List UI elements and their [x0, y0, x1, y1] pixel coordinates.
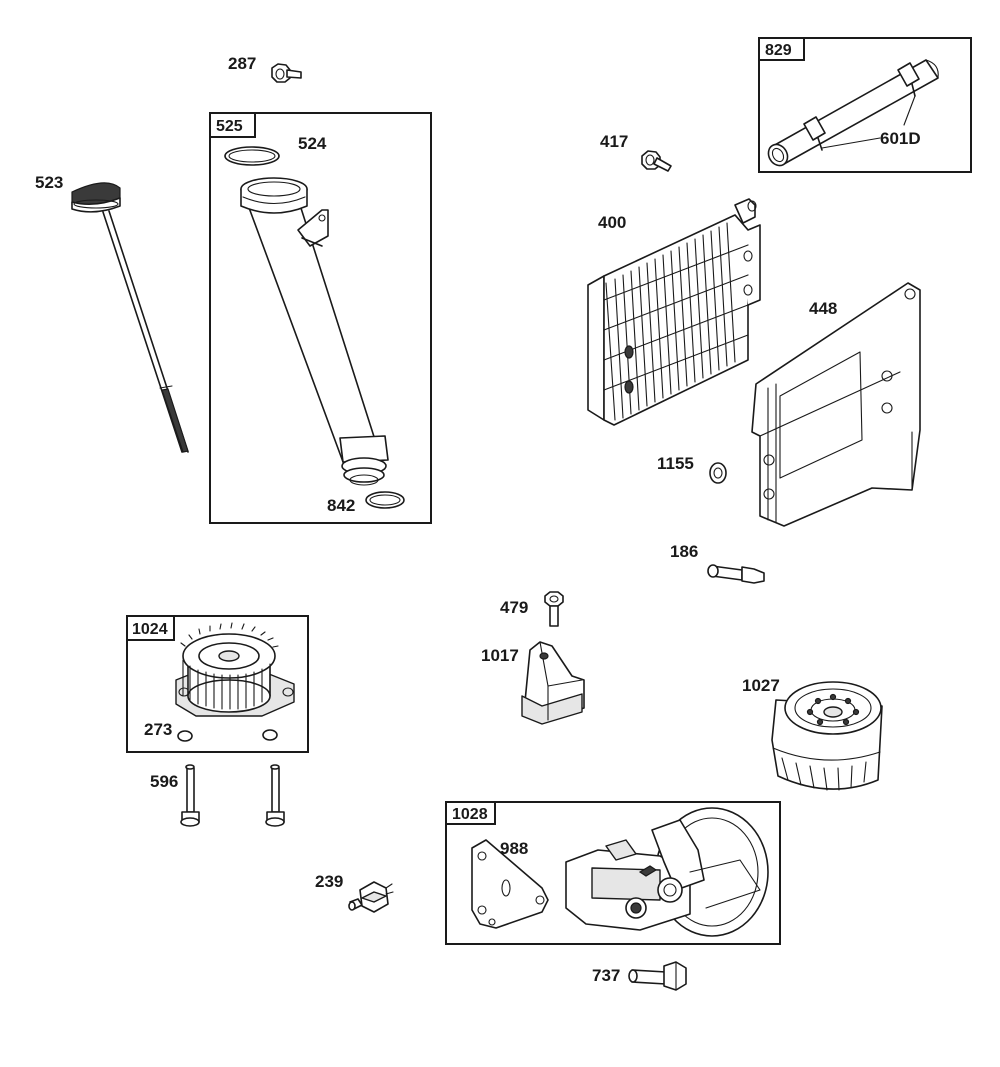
label-525: 525	[216, 118, 243, 135]
label-1024: 1024	[132, 621, 168, 638]
part-1017-bracket[interactable]	[521, 641, 585, 725]
part-186-fitting[interactable]	[707, 564, 765, 584]
part-273-o-ring-right[interactable]	[262, 729, 278, 741]
part-239-pressure-switch[interactable]	[348, 881, 394, 913]
part-448-bracket[interactable]	[751, 282, 921, 527]
label-287: 287	[228, 54, 256, 73]
label-842: 842	[327, 496, 355, 515]
leader-601D-2	[903, 95, 916, 126]
box-525-tag	[209, 112, 256, 138]
label-1028: 1028	[452, 806, 488, 823]
label-988: 988	[500, 839, 528, 858]
part-1028-filter-adapter[interactable]	[565, 807, 769, 937]
part-596-screw-left[interactable]	[180, 764, 200, 827]
leader-601D-1	[821, 137, 881, 149]
label-737: 737	[592, 966, 620, 985]
part-842-o-ring[interactable]	[365, 491, 405, 509]
part-273-o-ring-left[interactable]	[177, 730, 193, 742]
label-448: 448	[809, 299, 837, 318]
label-273: 273	[144, 720, 172, 739]
label-596: 596	[150, 772, 178, 791]
box-1028-tag	[445, 801, 496, 825]
label-1155: 1155	[657, 454, 694, 473]
box-525-frame	[209, 112, 432, 524]
label-417: 417	[600, 132, 628, 151]
part-596-screw-right[interactable]	[265, 764, 285, 827]
label-1017: 1017	[481, 646, 519, 665]
part-601D-clamp-1[interactable]	[803, 116, 826, 151]
box-1024-frame	[126, 615, 309, 753]
label-523: 523	[35, 173, 63, 192]
part-287-bolt[interactable]	[271, 63, 302, 83]
part-988-gasket[interactable]	[471, 839, 549, 929]
label-239: 239	[315, 872, 343, 891]
part-737-nipple[interactable]	[628, 961, 687, 991]
part-1155-washer[interactable]	[709, 462, 727, 484]
part-417-bolt[interactable]	[641, 150, 672, 172]
part-524-o-ring[interactable]	[224, 146, 280, 166]
box-829-tag	[758, 37, 805, 61]
box-829-frame	[758, 37, 972, 173]
part-400-oil-cooler[interactable]	[587, 198, 761, 426]
part-525-dipstick-tube[interactable]	[240, 177, 389, 486]
part-1024-oil-pump[interactable]	[175, 622, 295, 717]
part-601D-clamp-2[interactable]	[897, 62, 920, 97]
box-1028-frame	[445, 801, 781, 945]
label-479: 479	[500, 598, 528, 617]
box-1024-tag	[126, 615, 175, 641]
label-524: 524	[298, 134, 327, 153]
part-1027-oil-filter[interactable]	[771, 681, 883, 791]
label-829: 829	[765, 42, 792, 59]
label-186: 186	[670, 542, 698, 561]
part-523-dipstick[interactable]	[71, 182, 189, 453]
label-1027: 1027	[742, 676, 780, 695]
label-601D: 601D	[880, 129, 921, 148]
label-400: 400	[598, 213, 626, 232]
part-479-bolt[interactable]	[544, 591, 564, 627]
